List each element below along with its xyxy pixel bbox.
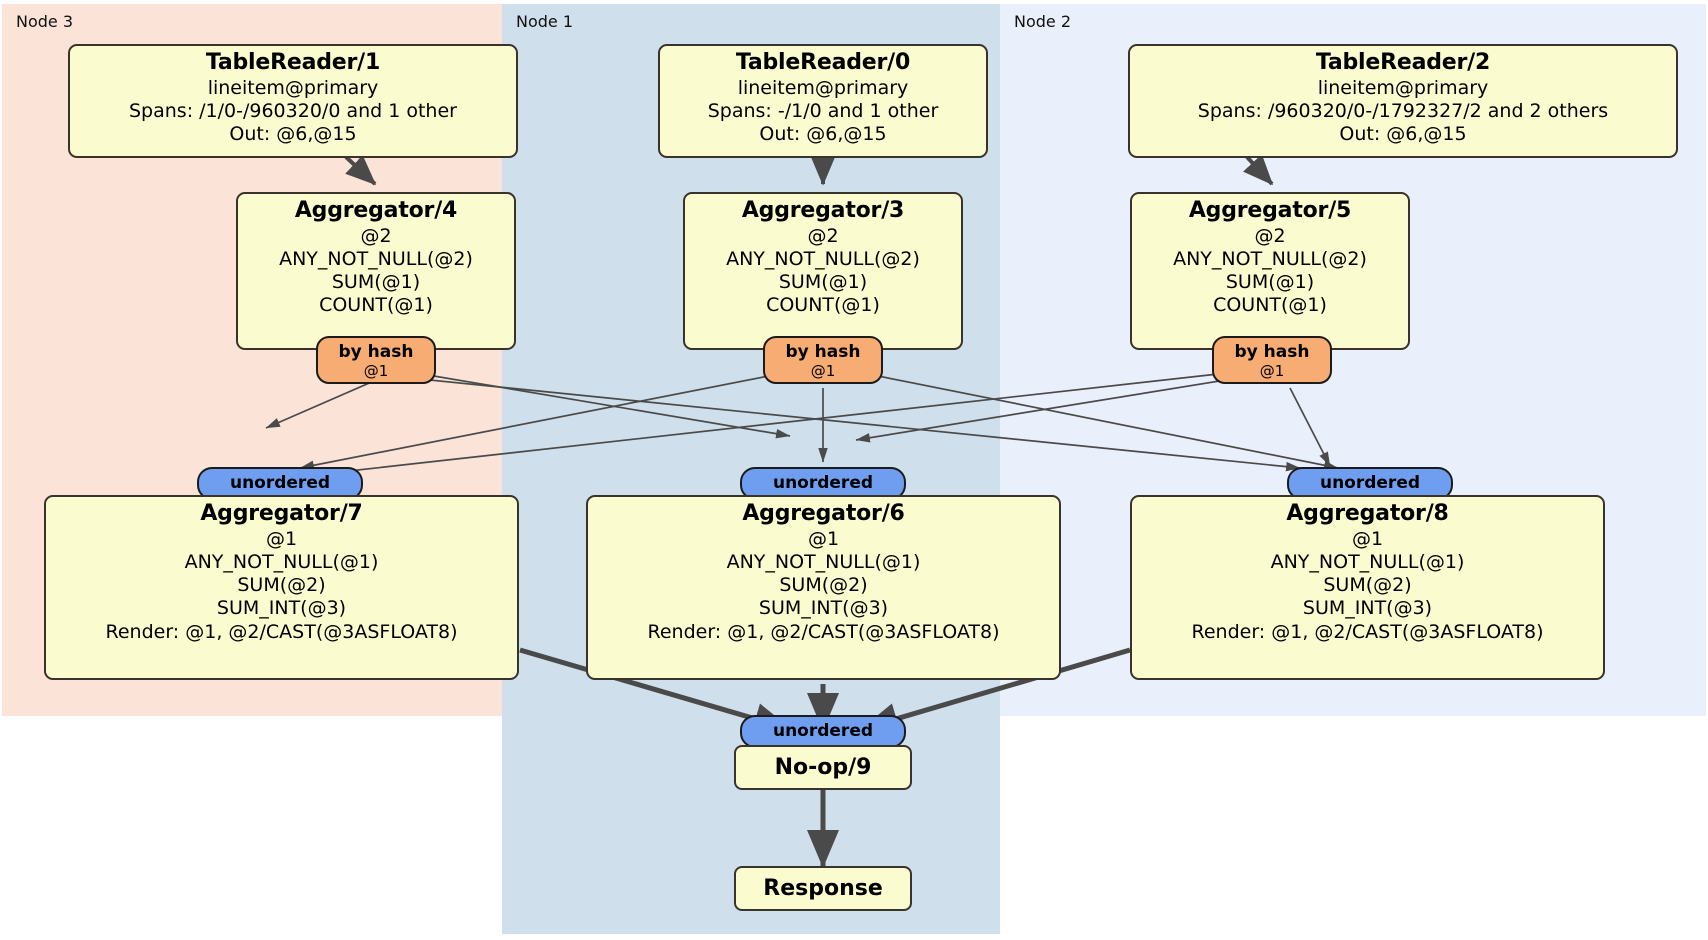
aggregator-7-line-4: Render: @1, @2/CAST(@3ASFLOAT8) <box>105 620 458 643</box>
hash-router-aggregator-3[interactable]: by hash @1 <box>763 336 883 384</box>
unordered-sync-aggregator-6[interactable]: unordered <box>740 467 906 500</box>
hash-router-aggregator-5-column: @1 <box>1259 361 1285 380</box>
hash-router-aggregator-4-column: @1 <box>363 361 389 380</box>
node-label-node2: Node 2 <box>1014 12 1072 31</box>
hash-router-aggregator-5[interactable]: by hash @1 <box>1212 336 1332 384</box>
unordered-sync-aggregator-8-label: unordered <box>1319 473 1421 493</box>
table-reader-1-line-1: Spans: /1/0-/960320/0 and 1 other <box>129 100 457 122</box>
aggregator-8-line-2: SUM(@2) <box>1323 574 1412 597</box>
unordered-sync-aggregator-7[interactable]: unordered <box>197 467 363 500</box>
aggregator-3-line-2: SUM(@1) <box>778 271 868 294</box>
table-reader-2-line-0: lineitem@primary <box>1317 76 1489 99</box>
aggregator-4-line-3: COUNT(@1) <box>319 294 433 317</box>
hash-router-aggregator-4-label: by hash <box>338 342 414 362</box>
aggregator-5-line-3: COUNT(@1) <box>1213 294 1327 317</box>
aggregator-3-line-3: COUNT(@1) <box>766 294 880 317</box>
table-reader-1-line-0: lineitem@primary <box>207 76 379 99</box>
aggregator-6-line-4: Render: @1, @2/CAST(@3ASFLOAT8) <box>647 620 1000 643</box>
aggregator-8-line-4: Render: @1, @2/CAST(@3ASFLOAT8) <box>1191 620 1544 643</box>
aggregator-5-title: Aggregator/5 <box>1188 198 1352 223</box>
aggregator-8-line-3: SUM_INT(@3) <box>1302 597 1433 620</box>
no-op-9-box[interactable]: No-op/9 <box>734 745 912 790</box>
aggregator-8-line-1: ANY_NOT_NULL(@1) <box>1270 551 1465 573</box>
aggregator-5-line-1: ANY_NOT_NULL(@2) <box>1173 248 1367 270</box>
aggregator-7-line-3: SUM_INT(@3) <box>216 597 347 620</box>
aggregator-6-line-0: @1 <box>807 527 840 550</box>
aggregator-4-line-1: ANY_NOT_NULL(@2) <box>279 248 473 270</box>
response-title: Response <box>763 876 883 901</box>
table-reader-0-title: TableReader/0 <box>735 50 911 75</box>
aggregator-6-line-2: SUM(@2) <box>779 574 868 597</box>
aggregator-6-line-1: ANY_NOT_NULL(@1) <box>726 551 921 573</box>
unordered-sync-aggregator-6-label: unordered <box>772 473 874 493</box>
aggregator-3-title: Aggregator/3 <box>741 198 905 223</box>
no-op-9-title: No-op/9 <box>774 755 872 780</box>
table-reader-0-line-1: Spans: -/1/0 and 1 other <box>707 100 939 122</box>
unordered-sync-aggregator-7-label: unordered <box>229 473 331 493</box>
table-reader-1-line-2: Out: @6,@15 <box>229 123 357 146</box>
aggregator-6-box[interactable]: Aggregator/6 @1 ANY_NOT_NULL(@1) SUM(@2)… <box>586 495 1061 680</box>
aggregator-6-title: Aggregator/6 <box>742 501 905 526</box>
aggregator-4-line-2: SUM(@1) <box>331 271 421 294</box>
table-reader-2-line-2: Out: @6,@15 <box>1339 123 1467 146</box>
aggregator-8-title: Aggregator/8 <box>1286 501 1449 526</box>
response-box[interactable]: Response <box>734 866 912 911</box>
aggregator-4-box[interactable]: Aggregator/4 @2 ANY_NOT_NULL(@2) SUM(@1)… <box>236 192 516 350</box>
aggregator-7-line-1: ANY_NOT_NULL(@1) <box>184 551 379 573</box>
aggregator-3-line-0: @2 <box>807 224 839 247</box>
unordered-sync-final-label: unordered <box>772 721 874 741</box>
table-reader-2-box[interactable]: TableReader/2 lineitem@primary Spans: /9… <box>1128 44 1678 158</box>
aggregator-7-title: Aggregator/7 <box>200 501 363 526</box>
aggregator-4-line-0: @2 <box>360 224 392 247</box>
aggregator-8-box[interactable]: Aggregator/8 @1 ANY_NOT_NULL(@1) SUM(@2)… <box>1130 495 1605 680</box>
table-reader-0-line-2: Out: @6,@15 <box>759 123 887 146</box>
aggregator-4-title: Aggregator/4 <box>294 198 458 223</box>
aggregator-7-box[interactable]: Aggregator/7 @1 ANY_NOT_NULL(@1) SUM(@2)… <box>44 495 519 680</box>
hash-router-aggregator-3-label: by hash <box>785 342 861 362</box>
table-reader-1-title: TableReader/1 <box>205 50 381 75</box>
aggregator-5-line-2: SUM(@1) <box>1225 271 1315 294</box>
table-reader-1-box[interactable]: TableReader/1 lineitem@primary Spans: /1… <box>68 44 518 158</box>
aggregator-5-box[interactable]: Aggregator/5 @2 ANY_NOT_NULL(@2) SUM(@1)… <box>1130 192 1410 350</box>
node-label-node3: Node 3 <box>16 12 74 31</box>
hash-router-aggregator-4[interactable]: by hash @1 <box>316 336 436 384</box>
table-reader-2-title: TableReader/2 <box>1315 50 1491 75</box>
hash-router-aggregator-5-label: by hash <box>1234 342 1310 362</box>
aggregator-3-line-1: ANY_NOT_NULL(@2) <box>726 248 920 270</box>
aggregator-7-line-2: SUM(@2) <box>237 574 326 597</box>
aggregator-8-line-0: @1 <box>1351 527 1384 550</box>
aggregator-5-line-0: @2 <box>1254 224 1286 247</box>
aggregator-6-line-3: SUM_INT(@3) <box>758 597 889 620</box>
table-reader-0-box[interactable]: TableReader/0 lineitem@primary Spans: -/… <box>658 44 988 158</box>
table-reader-0-line-0: lineitem@primary <box>737 76 909 99</box>
aggregator-7-line-0: @1 <box>265 527 298 550</box>
node-label-node1: Node 1 <box>516 12 574 31</box>
aggregator-3-box[interactable]: Aggregator/3 @2 ANY_NOT_NULL(@2) SUM(@1)… <box>683 192 963 350</box>
hash-router-aggregator-3-column: @1 <box>810 361 836 380</box>
table-reader-2-line-1: Spans: /960320/0-/1792327/2 and 2 others <box>1197 100 1609 122</box>
unordered-sync-final[interactable]: unordered <box>740 715 906 748</box>
